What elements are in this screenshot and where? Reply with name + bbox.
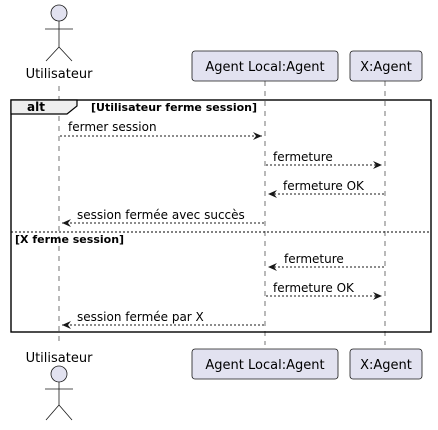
participant-local-top-label: Agent Local:Agent — [205, 60, 324, 75]
message-5: fermeture — [268, 252, 384, 271]
message-6-label: fermeture OK — [273, 281, 355, 295]
participant-x-top-label: X:Agent — [360, 60, 412, 75]
alt-fragment: alt [Utilisateur ferme session] [X ferme… — [10, 99, 432, 333]
participant-local-top: Agent Local:Agent — [191, 50, 339, 82]
actor-user-top: Utilisateur — [26, 4, 94, 82]
alt-condition-1: [Utilisateur ferme session] — [91, 101, 257, 114]
message-6: fermeture OK — [266, 281, 382, 300]
actor-user-top-label: Utilisateur — [26, 67, 94, 82]
actor-user-bottom-label: Utilisateur — [26, 351, 94, 366]
message-3-label: fermeture OK — [283, 179, 365, 193]
message-2: fermeture — [266, 150, 382, 169]
message-3: fermeture OK — [268, 179, 384, 198]
message-1: fermer session — [60, 120, 262, 140]
participant-local-bottom-label: Agent Local:Agent — [205, 358, 324, 373]
message-7: session fermée par X — [62, 310, 264, 329]
actor-head-icon — [50, 365, 68, 383]
alt-keyword: alt — [27, 100, 45, 114]
message-2-label: fermeture — [273, 150, 333, 164]
actor-head-icon — [50, 4, 68, 22]
message-1-label: fermer session — [68, 120, 157, 134]
message-7-label: session fermée par X — [77, 310, 204, 324]
participant-x-bottom: X:Agent — [349, 348, 423, 380]
message-5-label: fermeture — [284, 252, 344, 266]
participant-local-bottom: Agent Local:Agent — [191, 348, 339, 380]
message-4-label: session fermée avec succès — [77, 208, 245, 222]
message-4: session fermée avec succès — [62, 208, 264, 227]
actor-user-bottom: Utilisateur — [26, 351, 94, 421]
participant-x-bottom-label: X:Agent — [360, 358, 412, 373]
alt-condition-2: [X ferme session] — [15, 233, 124, 246]
participant-x-top: X:Agent — [349, 50, 423, 82]
